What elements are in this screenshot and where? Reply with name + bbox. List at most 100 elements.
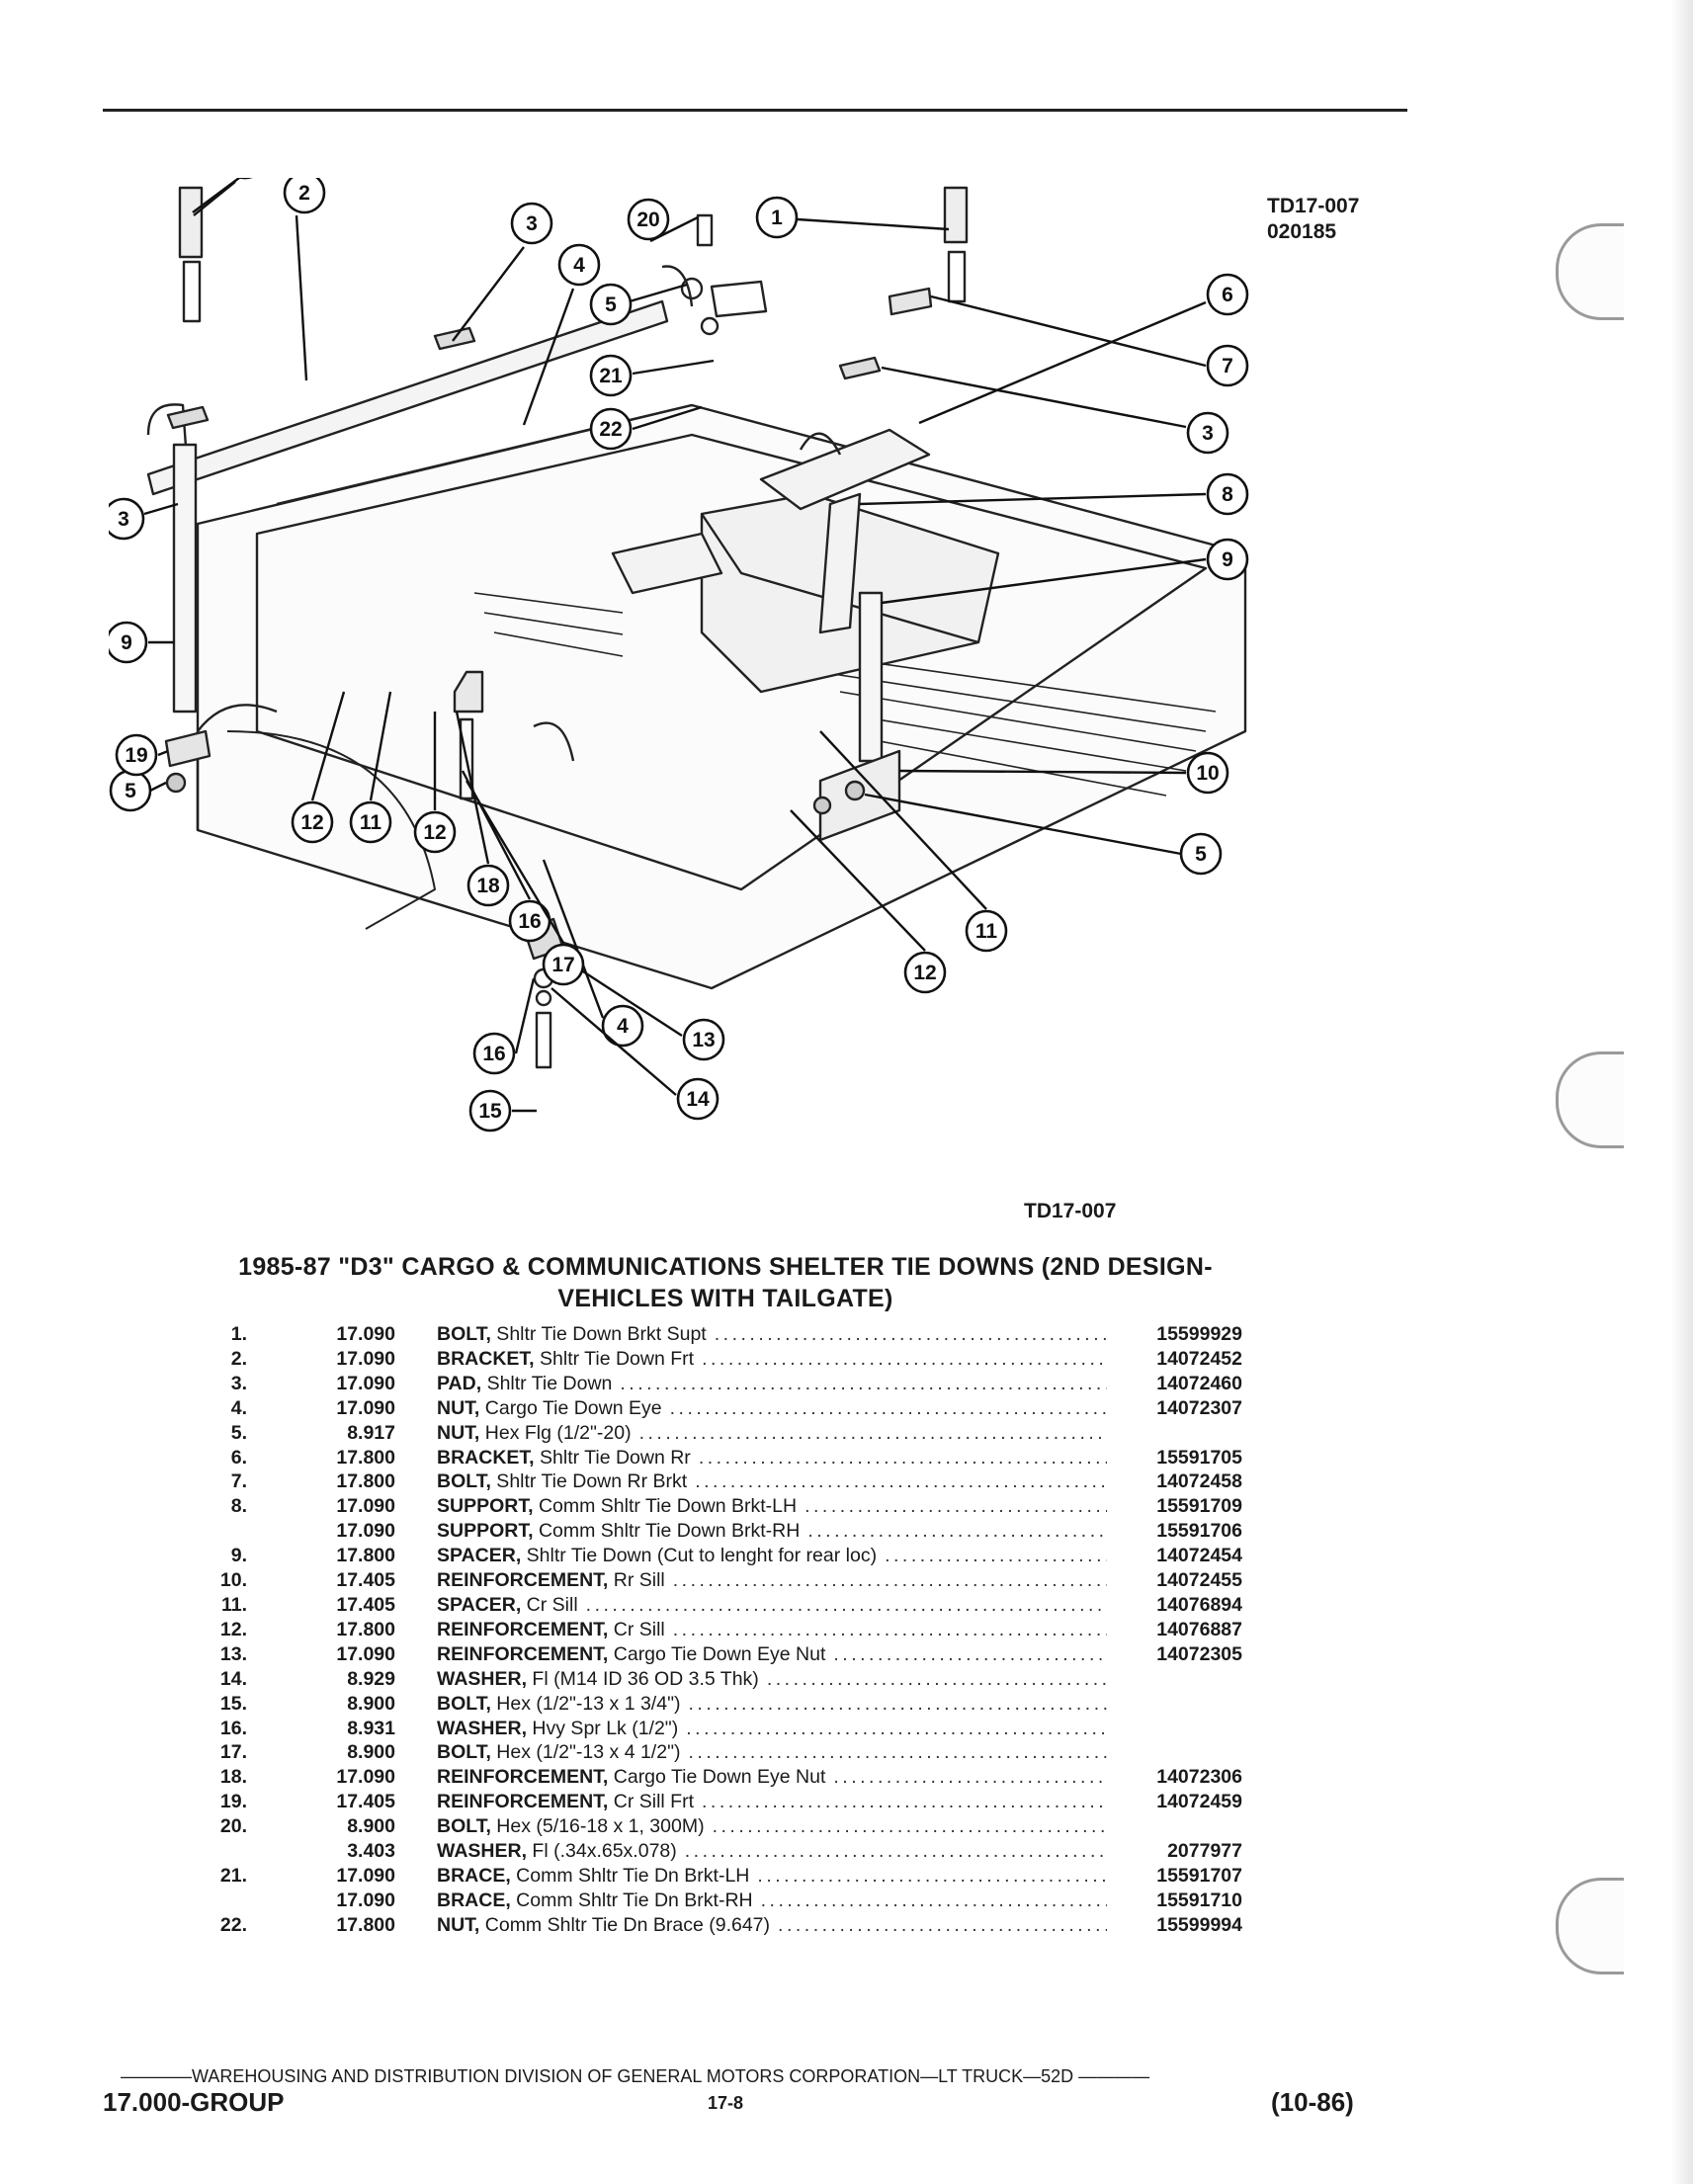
group-number: 17.800 [336, 1913, 395, 1936]
part-name: REINFORCEMENT, [437, 1618, 609, 1640]
footer-page-number: 17-8 [708, 2093, 744, 2113]
group-number: 17.090 [336, 1495, 395, 1518]
part-detail: Fl (M14 ID 36 OD 3.5 Thk) [527, 1667, 759, 1690]
footer-division: ————WAREHOUSING AND DISTRIBUTION DIVISIO… [121, 2066, 1150, 2086]
figure-code-top: TD17-007 020185 [1267, 194, 1359, 245]
part-name: BOLT, [437, 1815, 491, 1838]
leader-dots: ........................................… [686, 1717, 1107, 1739]
svg-text:16: 16 [518, 910, 541, 933]
part-description: WASHER, Fl (M14 ID 36 OD 3.5 Thk).......… [395, 1667, 1134, 1692]
part-number [1134, 1692, 1242, 1717]
leader-dots: ........................................… [684, 1840, 1107, 1863]
callout-17: 17 [465, 780, 585, 986]
part-number: 14076887 [1156, 1618, 1242, 1640]
svg-text:3: 3 [118, 508, 129, 531]
part-number: 14072460 [1156, 1372, 1242, 1394]
leader-dots: ........................................… [807, 1520, 1107, 1543]
leader-dots: ........................................… [638, 1421, 1107, 1444]
svg-text:22: 22 [599, 418, 622, 441]
svg-text:19: 19 [125, 744, 147, 767]
svg-text:14: 14 [686, 1088, 710, 1111]
part-description: BRACE, Comm Shltr Tie Dn Brkt-LH........… [395, 1864, 1134, 1889]
part-name: BOLT, [437, 1323, 491, 1345]
group-number: 17.800 [336, 1446, 395, 1469]
group-number: 17.405 [336, 1569, 395, 1592]
part-number: 15599994 [1156, 1913, 1242, 1936]
part-name: BRACKET, [437, 1446, 535, 1469]
callout-12b: 12 [413, 712, 457, 854]
part-description: REINFORCEMENT, Cargo Tie Down Eye Nut...… [395, 1765, 1134, 1790]
part-name: SPACER, [437, 1593, 522, 1616]
part-detail: Shltr Tie Down Frt [534, 1347, 695, 1370]
section-title: 1985-87 "D3" CARGO & COMMUNICATIONS SHEL… [103, 1251, 1348, 1314]
part-name: BRACE, [437, 1864, 511, 1887]
callout-3b: 3 [452, 202, 553, 342]
part-detail: Comm Shltr Tie Down Brkt-RH [533, 1520, 801, 1543]
group-number: 17.090 [336, 1323, 395, 1345]
callout-3c: 3 [881, 366, 1229, 455]
exploded-parts-diagram: 1 1 2 3 3 3 4 4 5 5 5 6 7 8 9 9 10 11 11… [109, 178, 1249, 1133]
part-number: 14072455 [1156, 1569, 1242, 1592]
part-detail: Comm Shltr Tie Dn Brace (9.647) [479, 1913, 771, 1936]
part-detail: Rr Sill [608, 1569, 665, 1592]
part-number: 14072454 [1156, 1545, 1242, 1567]
leader-dots: ........................................… [760, 1889, 1107, 1911]
svg-text:17: 17 [551, 954, 574, 976]
part-detail: Shltr Tie Down Rr Brkt [490, 1470, 688, 1493]
item-number: 22. [219, 1913, 247, 1936]
callout-12a: 12 [291, 691, 346, 844]
item-number: 2. [230, 1347, 247, 1370]
part-description: WASHER, Hvy Spr Lk (1/2")...............… [395, 1717, 1134, 1741]
callout-15: 15 [468, 1089, 537, 1133]
leader-dots: ........................................… [833, 1642, 1107, 1665]
group-number: 17.405 [336, 1791, 395, 1813]
part-number: 14076894 [1156, 1593, 1242, 1616]
part-name: BRACE, [437, 1889, 511, 1911]
part-detail: Hex Flg (1/2"-20) [479, 1421, 632, 1444]
callout-5c: 5 [864, 793, 1223, 876]
item-number: 12. [219, 1618, 247, 1640]
leader-dots: ........................................… [804, 1495, 1107, 1518]
part-name: BOLT, [437, 1692, 491, 1715]
callout-4a: 4 [522, 243, 601, 426]
part-number [1134, 1717, 1242, 1741]
svg-text:9: 9 [1222, 548, 1233, 571]
part-name: SUPPORT, [437, 1520, 534, 1543]
callout-9b: 9 [881, 538, 1249, 605]
part-name: NUT, [437, 1913, 480, 1936]
item-number: 1. [230, 1323, 247, 1345]
item-number [148, 1889, 247, 1913]
part-number: 15591705 [1156, 1446, 1242, 1469]
group-number: 17.090 [336, 1520, 395, 1543]
group-number: 17.090 [336, 1396, 395, 1419]
item-number: 3. [230, 1372, 247, 1394]
item-number: 21. [219, 1864, 247, 1887]
leader-dots: ........................................… [669, 1396, 1107, 1419]
header-rule [103, 109, 1407, 112]
part-number: 15591707 [1156, 1864, 1242, 1887]
part-detail: Hex (1/2"-13 x 1 3/4") [490, 1692, 681, 1715]
binder-hole-bottom [1556, 1878, 1624, 1974]
section-title-line2: VEHICLES WITH TAILGATE) [557, 1285, 893, 1312]
item-number: 9. [230, 1545, 247, 1567]
part-description: SUPPORT, Comm Shltr Tie Down Brkt-LH....… [395, 1494, 1134, 1519]
callout-12c: 12 [790, 809, 947, 994]
svg-text:5: 5 [605, 294, 617, 316]
part-number: 14072452 [1156, 1347, 1242, 1370]
leader-dots: ........................................… [620, 1372, 1107, 1394]
page-edge-shadow [1671, 0, 1693, 2184]
svg-text:3: 3 [526, 212, 538, 235]
leader-dots: ........................................… [688, 1741, 1107, 1764]
part-detail: Cargo Tie Down Eye [479, 1396, 662, 1419]
part-name: WASHER, [437, 1840, 528, 1863]
item-number: 16. [219, 1717, 247, 1739]
part-detail: Cr Sill [521, 1593, 578, 1616]
